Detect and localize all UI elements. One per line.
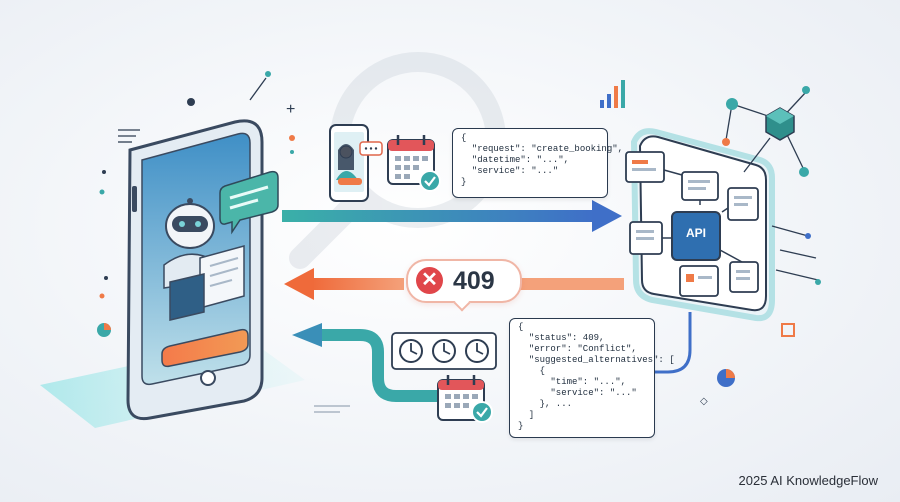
- request-line: {: [461, 133, 467, 143]
- decorations: + ◇: [99, 71, 821, 413]
- response-line: }, ...: [518, 399, 573, 409]
- cube-icon: [765, 107, 795, 141]
- response-line: "suggested_alternatives": [: [518, 355, 675, 365]
- phone-action-button: [161, 328, 249, 368]
- check-badge-icon: [419, 170, 441, 192]
- request-arrow: [282, 200, 622, 232]
- check-badge-icon: [471, 401, 493, 423]
- bar-mini-icon: [600, 80, 625, 108]
- clock-icon: [432, 339, 456, 363]
- response-line: "error": "Conflict",: [518, 344, 637, 354]
- error-x-icon: ✕: [416, 267, 443, 294]
- request-line: "service": "...": [461, 166, 559, 176]
- api-label: API: [685, 226, 706, 240]
- response-line: "time": "...",: [518, 377, 627, 387]
- chat-bubble-icon: [219, 170, 279, 235]
- clock-icon: [399, 339, 423, 363]
- request-line: "request": "create_booking",: [461, 144, 624, 154]
- svg-text:◇: ◇: [700, 396, 708, 407]
- response-connector: [655, 312, 692, 374]
- alternatives-arrow: [292, 323, 438, 402]
- pie-mini-icon: [97, 323, 111, 337]
- svg-text:+: +: [286, 101, 295, 118]
- pie-mini-icon: [717, 369, 735, 387]
- response-line: ]: [518, 410, 535, 420]
- footer-credit: 2025 AI KnowledgeFlow: [738, 473, 878, 488]
- response-line: }: [518, 421, 524, 431]
- clock-row: [391, 332, 497, 370]
- request-line: "datetime": "...",: [461, 155, 570, 165]
- request-line: }: [461, 177, 467, 187]
- error-409-badge: ✕ 409: [406, 259, 522, 312]
- error-arrow: [284, 268, 624, 300]
- response-line: {: [518, 366, 546, 376]
- response-payload-box: { "status": 409, "error": "Conflict", "s…: [509, 318, 675, 438]
- response-line: "status": 409,: [518, 333, 605, 343]
- phone-content-card: [169, 245, 245, 321]
- api-server-icon: [625, 128, 775, 322]
- error-code: 409: [453, 267, 495, 295]
- response-line: {: [518, 322, 524, 332]
- small-phone-icon: [329, 124, 383, 202]
- clock-icon: [465, 339, 489, 363]
- request-payload-box: { "request": "create_booking", "datetime…: [452, 128, 624, 198]
- response-line: "service": "...": [518, 388, 637, 398]
